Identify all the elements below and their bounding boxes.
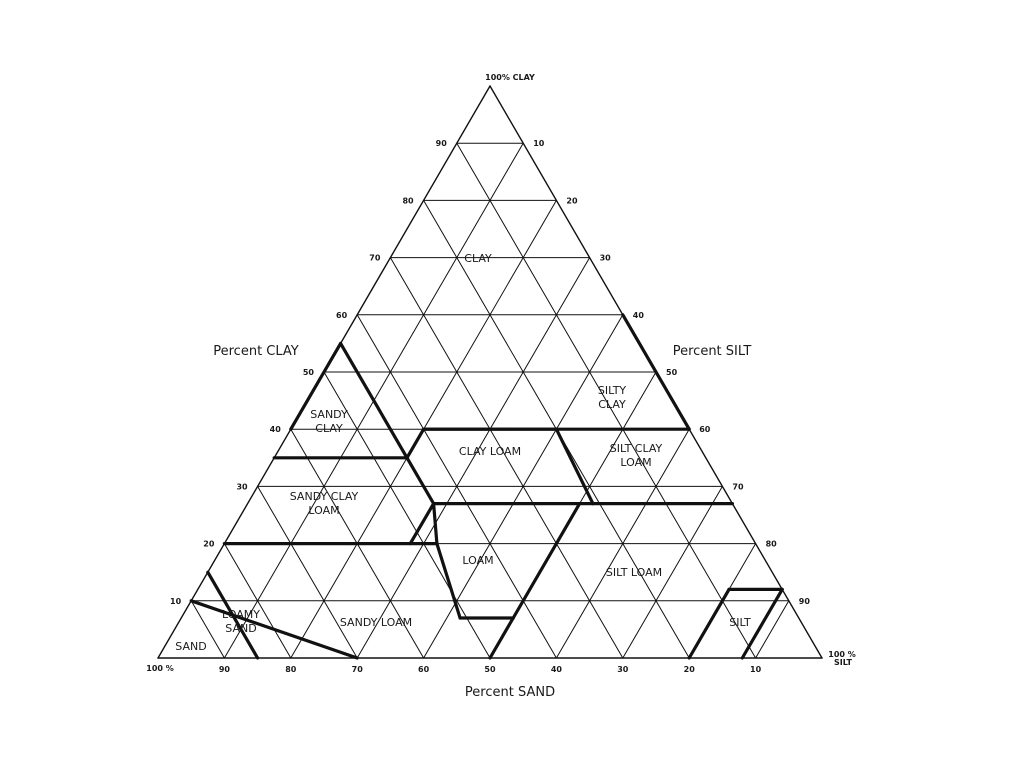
region-label-silty-clay-loam: LOAM [620, 456, 651, 469]
tick-label-clay: 90 [436, 139, 448, 148]
region-label-clay-loam: CLAY LOAM [459, 445, 521, 458]
region-label-sandy-clay: SANDY [310, 408, 348, 421]
tick-label-clay: 70 [369, 254, 381, 263]
class-boundary [339, 341, 409, 460]
class-boundary [554, 427, 595, 506]
tick-label-silt: 90 [799, 597, 811, 606]
class-boundary [488, 616, 515, 660]
grid-line-sand [257, 485, 358, 659]
axis-title-sand: Percent SAND [465, 685, 555, 700]
region-label-silty-clay-loam: SILT CLAY [610, 442, 663, 455]
region-label-clay: CLAY [464, 252, 492, 265]
tick-label-silt: 80 [766, 540, 778, 549]
corner-label-sand: 100 % [146, 664, 174, 673]
tick-label-sand: 10 [750, 665, 762, 674]
tick-label-silt: 60 [699, 425, 711, 434]
region-label-loam: LOAM [462, 554, 493, 567]
grid-line-sand [323, 371, 491, 659]
class-boundary [740, 587, 784, 660]
tick-label-silt: 50 [666, 368, 678, 377]
region-label-sandy-clay-loam: SANDY CLAY [290, 490, 359, 503]
tick-label-sand: 70 [352, 665, 364, 674]
tick-label-sand: 90 [219, 665, 231, 674]
region-label-sandy-loam: SANDY LOAM [340, 616, 412, 629]
tick-label-sand: 40 [551, 665, 563, 674]
texture-class-boundaries [189, 313, 784, 660]
class-boundary [432, 502, 439, 546]
tick-label-sand: 20 [684, 665, 696, 674]
tick-label-clay: 30 [236, 482, 248, 491]
region-label-silt-loam: SILT LOAM [606, 566, 662, 579]
grid-line-sand [223, 543, 292, 659]
class-boundary [405, 456, 436, 506]
tick-label-clay: 80 [402, 196, 414, 205]
grid-line-silt [622, 485, 723, 659]
grid-line-sand [389, 257, 624, 659]
axis-ticks: 90 80 70 60 50 40 30 20 10 10 20 30 40 50 60 70 80 90 90 80… [170, 139, 810, 674]
grid-line-silt [755, 600, 790, 659]
class-boundary [405, 427, 426, 460]
tick-label-sand: 30 [617, 665, 629, 674]
class-boundary [621, 313, 691, 431]
class-boundary [289, 341, 343, 431]
corner-label-silt-bottom: SILT [834, 658, 853, 667]
grid-line-silt [356, 257, 591, 659]
axis-title-clay: Percent CLAY [213, 344, 299, 359]
region-label-silty-clay: SILTY [598, 384, 627, 397]
grid-line-silt [555, 428, 690, 659]
region-label-sand: SAND [175, 640, 206, 653]
region-label-sandy-clay: CLAY [315, 422, 343, 435]
region-label-silty-clay: CLAY [598, 398, 626, 411]
tick-label-silt: 10 [533, 139, 545, 148]
axis-title-silt: Percent SILT [673, 344, 752, 359]
tick-label-clay: 40 [270, 425, 282, 434]
class-boundary [189, 599, 359, 660]
corner-label-silt-top: 100 % [828, 650, 856, 659]
tick-label-sand: 80 [285, 665, 297, 674]
tick-label-sand: 50 [484, 665, 496, 674]
triangle-grid [157, 85, 823, 659]
tick-label-clay: 50 [303, 368, 315, 377]
grid-line-sand [456, 142, 757, 659]
tick-label-clay: 20 [203, 540, 215, 549]
tick-label-silt: 20 [566, 196, 578, 205]
tick-label-sand: 60 [418, 665, 430, 674]
tick-label-clay: 60 [336, 311, 348, 320]
class-boundary [687, 587, 731, 660]
region-label-loamy-sand: SAND [225, 622, 256, 635]
class-boundary [435, 541, 462, 620]
corner-label-clay: 100% CLAY [485, 73, 535, 82]
class-boundary [511, 502, 582, 620]
region-label-loamy-sand: LOAMY [222, 608, 260, 621]
grid-line-sand [190, 600, 225, 659]
tick-label-silt: 40 [633, 311, 645, 320]
region-label-sandy-clay-loam: LOAM [308, 504, 339, 517]
tick-label-silt: 30 [600, 254, 612, 263]
class-boundary [408, 502, 436, 546]
tick-label-silt: 70 [732, 482, 744, 491]
region-label-silt: SILT [729, 616, 751, 629]
tick-label-clay: 10 [170, 597, 182, 606]
